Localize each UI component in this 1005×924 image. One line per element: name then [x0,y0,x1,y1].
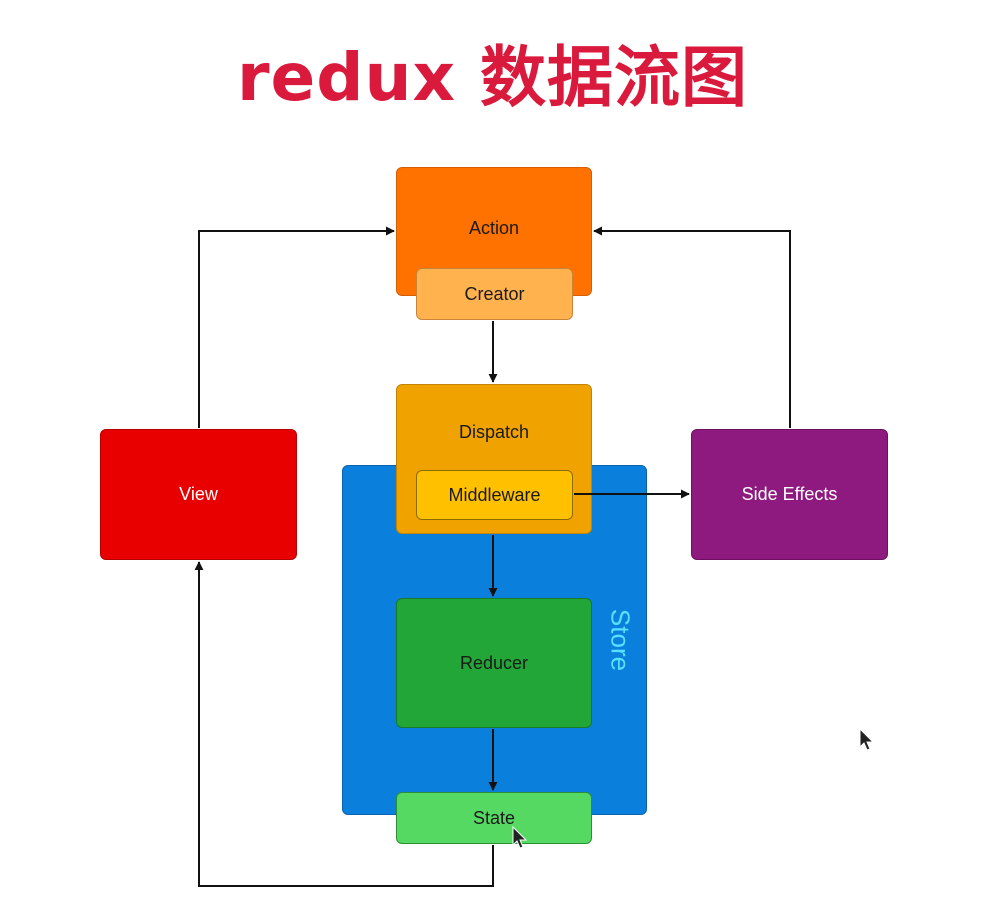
mouse-cursor-icon [512,826,528,849]
edge-side-effects-to-action [593,226,791,428]
view-node: View [100,429,297,560]
edge-view-to-action [198,226,395,428]
page-title: redux 数据流图 [236,39,749,116]
creator-node: Creator [416,268,573,320]
mouse-cursor-icon [859,728,875,751]
edge-state-to-view [194,561,494,887]
reducer-node: Reducer [396,598,592,728]
side-effects-node: Side Effects [691,429,888,560]
state-node: State [396,792,592,844]
middleware-node: Middleware [416,470,573,520]
